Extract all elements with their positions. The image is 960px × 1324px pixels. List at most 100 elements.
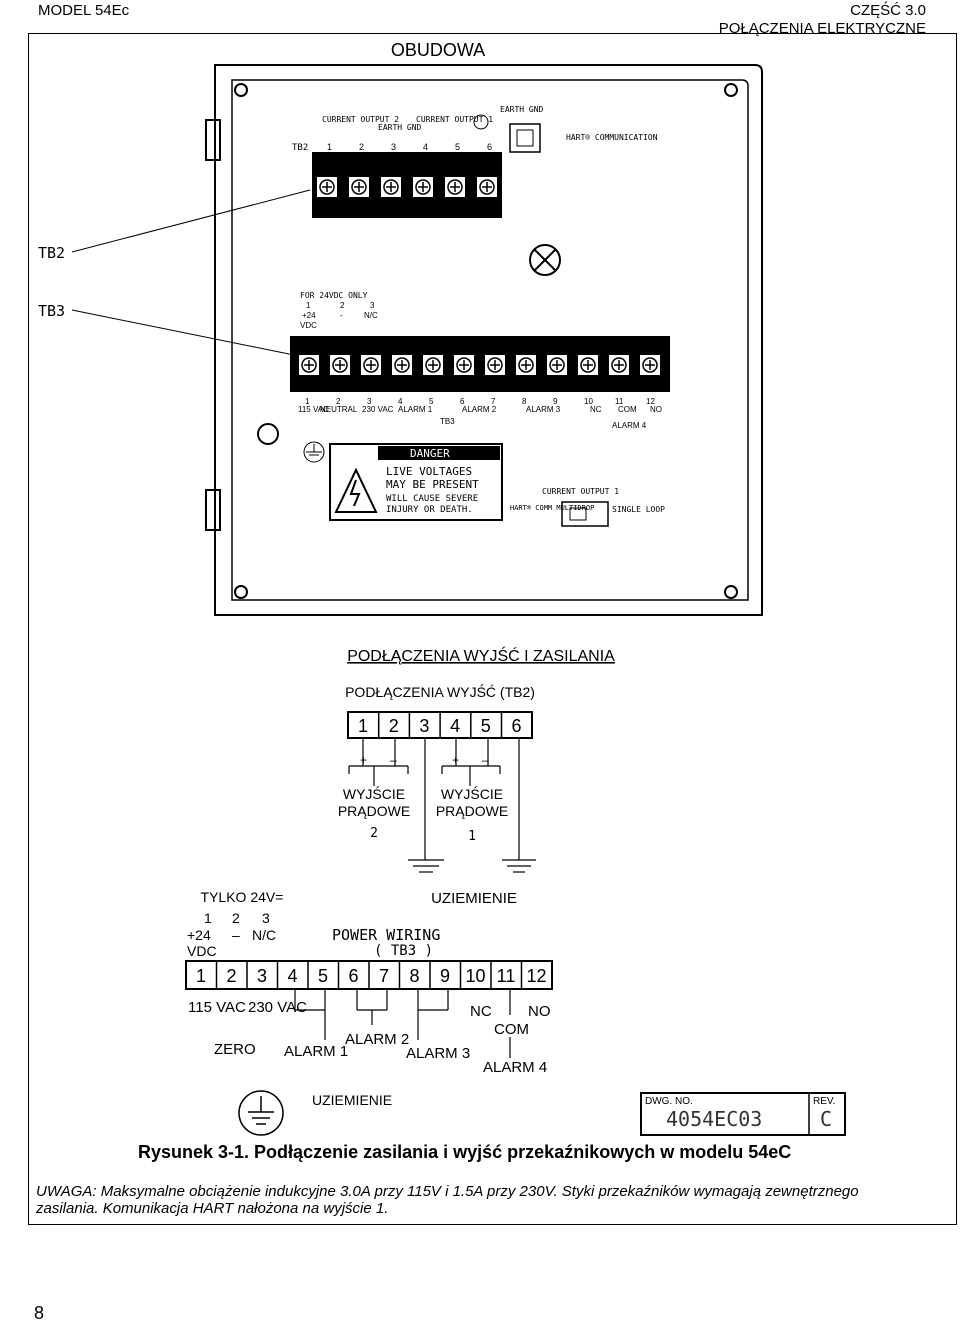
tb3-wiring-num: 10 <box>465 966 485 986</box>
for24-col: 2 <box>340 301 345 310</box>
terminal-screw-icon <box>485 355 505 375</box>
tb3-wiring-num: 1 <box>196 966 206 986</box>
tb3-top-col: 3 <box>262 910 270 926</box>
tb2-wiring-num: 1 <box>358 716 368 736</box>
tb3-top-vdc: VDC <box>187 943 217 959</box>
danger-line1: LIVE VOLTAGES <box>386 465 472 478</box>
terminal-screw-icon <box>392 355 412 375</box>
svg-text:+: + <box>452 753 459 767</box>
com-label: COM <box>494 1021 529 1038</box>
danger-line3: WILL CAUSE SEVERE <box>386 494 478 504</box>
tb3-wiring-num: 12 <box>526 966 546 986</box>
enclosure-title: OBUDOWA <box>391 40 485 60</box>
out2-label2: PRĄDOWE <box>338 803 410 819</box>
tb3-enc-num: 8 <box>522 397 527 406</box>
tb2-num: 2 <box>359 142 364 152</box>
tb3-enc-num: 11 <box>615 397 624 406</box>
terminal-screw-icon <box>317 177 337 197</box>
tb3-enc-num: 6 <box>460 397 465 406</box>
dwg-no-label: DWG. NO. <box>645 1096 693 1107</box>
out2-num: 2 <box>370 826 378 841</box>
lightning-icon <box>334 467 378 513</box>
tb3-leader <box>71 309 295 356</box>
out1-num: 1 <box>468 829 476 844</box>
tb2-num: 6 <box>487 142 492 152</box>
vac115-label: 115 VAC <box>188 999 246 1016</box>
tb3-wiring-num: 7 <box>379 966 389 986</box>
for24-vdc: VDC <box>300 321 317 330</box>
figure-note: UWAGA: Maksymalne obciążenie indukcyjne … <box>36 1183 859 1217</box>
rev-value: C <box>820 1107 832 1131</box>
tb3-enc-num: 10 <box>584 397 593 406</box>
tb3-enc-num: 3 <box>367 397 372 406</box>
tb3-block <box>290 336 670 392</box>
enclosure-drawing <box>205 64 763 616</box>
terminal-screw-icon <box>330 355 350 375</box>
power-wiring-label: POWER WIRING <box>332 926 440 944</box>
header-part: CZĘŚĆ 3.0 <box>850 2 926 19</box>
ground2-label: UZIEMIENIE <box>312 1092 392 1108</box>
tb3-wiring-num: 8 <box>409 966 419 986</box>
terminal-screw-icon <box>381 177 401 197</box>
danger-line2: MAY BE PRESENT <box>386 478 479 491</box>
tb3-wiring-num: 9 <box>440 966 450 986</box>
nc-label: NC <box>470 1003 492 1020</box>
tb3-top-val: N/C <box>252 927 276 943</box>
tb2-number-row: 1 2 3 4 5 6 <box>327 142 492 152</box>
tb2-num: 1 <box>327 142 332 152</box>
figure-caption: Rysunek 3-1. Podłączenie zasilania i wyj… <box>138 1142 792 1162</box>
tb3-enc-label: COM <box>618 405 637 414</box>
svg-text:+: + <box>360 753 367 767</box>
terminal-screw-icon <box>578 355 598 375</box>
tb3-wiring-num: 5 <box>318 966 328 986</box>
tb3-wiring-num: 4 <box>287 966 297 986</box>
danger-line4: INJURY OR DEATH. <box>386 505 473 515</box>
alarm4-label: ALARM 4 <box>483 1059 547 1076</box>
page-frame <box>28 33 957 1225</box>
tb3-label: TB3 <box>38 302 65 320</box>
rev-label: REV. <box>813 1096 835 1107</box>
tb3-wiring-num: 3 <box>257 966 267 986</box>
zero-label: ZERO <box>214 1041 256 1058</box>
tb3-enc-label: ALARM 2 <box>462 405 497 414</box>
earth-gnd-screw <box>473 114 489 130</box>
tb3-enc-num: 2 <box>336 397 341 406</box>
earth-gnd-label: EARTH GND <box>500 105 544 114</box>
out1-label2: PRĄDOWE <box>436 803 508 819</box>
danger-title: DANGER <box>410 447 450 460</box>
tb3-top-labels: 1 2 3 +24 – N/C VDC <box>187 910 276 959</box>
loop-switch <box>561 501 609 527</box>
hart-multidrop-label: HART® COMM MULTIDROP <box>510 504 594 512</box>
tb2-earth: EARTH GND <box>378 123 422 132</box>
hart-switch <box>509 123 541 153</box>
tb3-enc-num: 7 <box>491 397 496 406</box>
dwg-box: DWG. NO. 4054EC03 REV. C <box>640 1092 846 1136</box>
only24-label: TYLKO 24V= <box>201 889 284 905</box>
header-model: MODEL 54Ec <box>38 2 130 19</box>
danger-sticker: DANGER LIVE VOLTAGES MAY BE PRESENT WILL… <box>329 443 503 521</box>
tb2-wiring-title: PODŁĄCZENIA WYJŚĆ (TB2) <box>345 683 535 700</box>
tb2-num: 4 <box>423 142 428 152</box>
tb3-enc-num: 4 <box>398 397 403 406</box>
tb3-enc-label: ALARM 3 <box>526 405 561 414</box>
for24-label: FOR 24VDC ONLY <box>300 291 368 300</box>
for24-col: 3 <box>370 301 375 310</box>
terminal-screw-icon <box>361 355 381 375</box>
tb3-top-col: 2 <box>232 910 240 926</box>
out2-label1: WYJŚCIE <box>343 785 405 802</box>
svg-text:–: – <box>482 753 489 767</box>
tb3-wiring-num: 2 <box>226 966 236 986</box>
terminal-screw-icon <box>445 177 465 197</box>
tb3-top-val: – <box>232 927 240 943</box>
terminal-screw-icon <box>413 177 433 197</box>
header-section: POŁĄCZENIA ELEKTRYCZNE <box>718 20 926 37</box>
tb2-wiring-num: 4 <box>450 716 460 736</box>
terminal-screw-icon <box>349 177 369 197</box>
tb3-enc-bottom: 115 VAC NEUTRAL 230 VAC ALARM 1 ALARM 2 … <box>298 405 662 430</box>
tb2-num: 3 <box>391 142 396 152</box>
tb3-wiring-bottom-labels: 115 VAC 230 VAC ALARM 2 ALARM 1 ALARM 3 … <box>188 999 551 1076</box>
tb3-enc-tag: TB3 <box>440 417 455 426</box>
tb3-enc-alarm4: ALARM 4 <box>612 421 647 430</box>
tb2-polarity: +– +– <box>360 753 489 767</box>
